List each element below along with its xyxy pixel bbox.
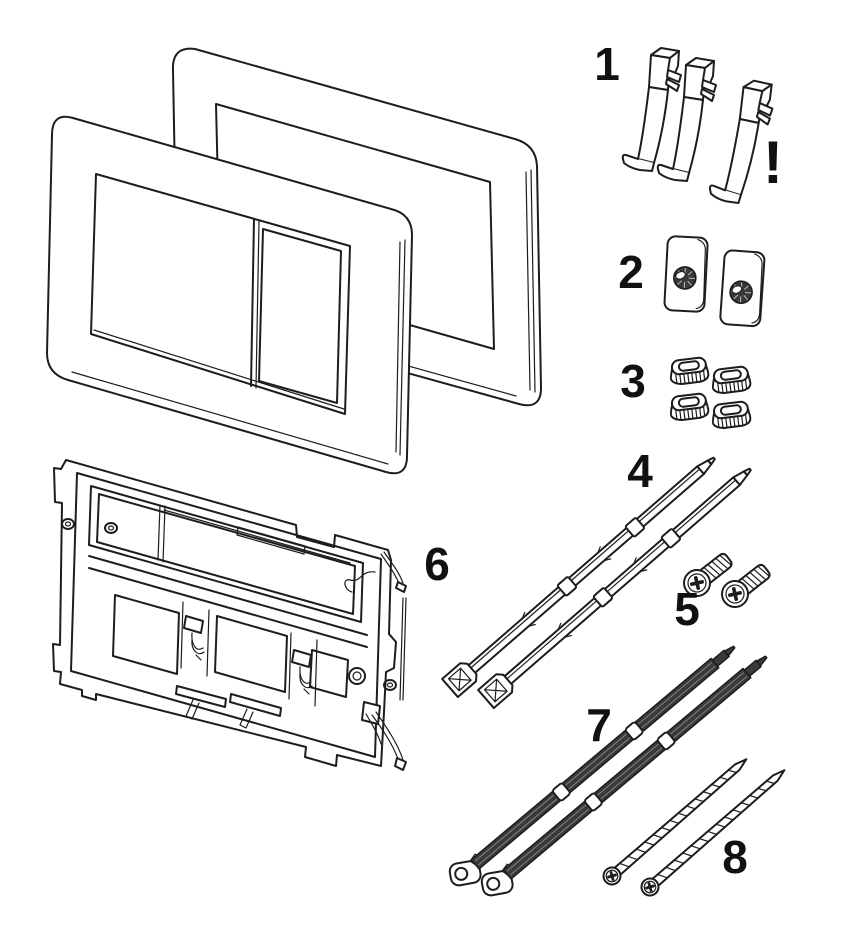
retaining-clips <box>621 47 775 206</box>
spacer-sleeves <box>667 355 753 431</box>
frame-bottom-bars <box>175 685 282 729</box>
part-label-6: 6 <box>424 538 450 590</box>
part-label-8: 8 <box>722 831 748 883</box>
flush-plate-front <box>46 115 413 475</box>
retaining-clip <box>621 47 682 172</box>
actuating-spindle <box>441 448 724 699</box>
part-label-1: 1 <box>594 38 620 90</box>
spacer-sleeve <box>667 355 711 387</box>
threaded-push-rod <box>435 629 748 901</box>
fastening-plate <box>664 236 708 312</box>
spacer-sleeve <box>709 364 753 396</box>
spacer-sleeve <box>709 399 753 431</box>
flush-buttons <box>90 173 351 415</box>
part-label-7: 7 <box>586 699 612 751</box>
warning-exclamation-mark: ! <box>763 129 783 196</box>
part-label-3: 3 <box>620 355 646 407</box>
frame-spring-wire-bottom <box>361 701 407 771</box>
fastening-plates <box>664 236 765 327</box>
frame-spring-clip-right <box>291 649 313 695</box>
part-label-5: 5 <box>674 583 700 635</box>
mounting-frame <box>52 459 407 771</box>
part-label-4: 4 <box>627 445 653 497</box>
spacer-sleeve <box>667 391 711 423</box>
frame-spring-clip-left <box>183 615 205 661</box>
frame-spring-wire-top <box>380 551 407 701</box>
part-label-2: 2 <box>618 246 644 298</box>
fastening-plate <box>720 250 765 327</box>
frame-screw-holes <box>61 518 397 691</box>
